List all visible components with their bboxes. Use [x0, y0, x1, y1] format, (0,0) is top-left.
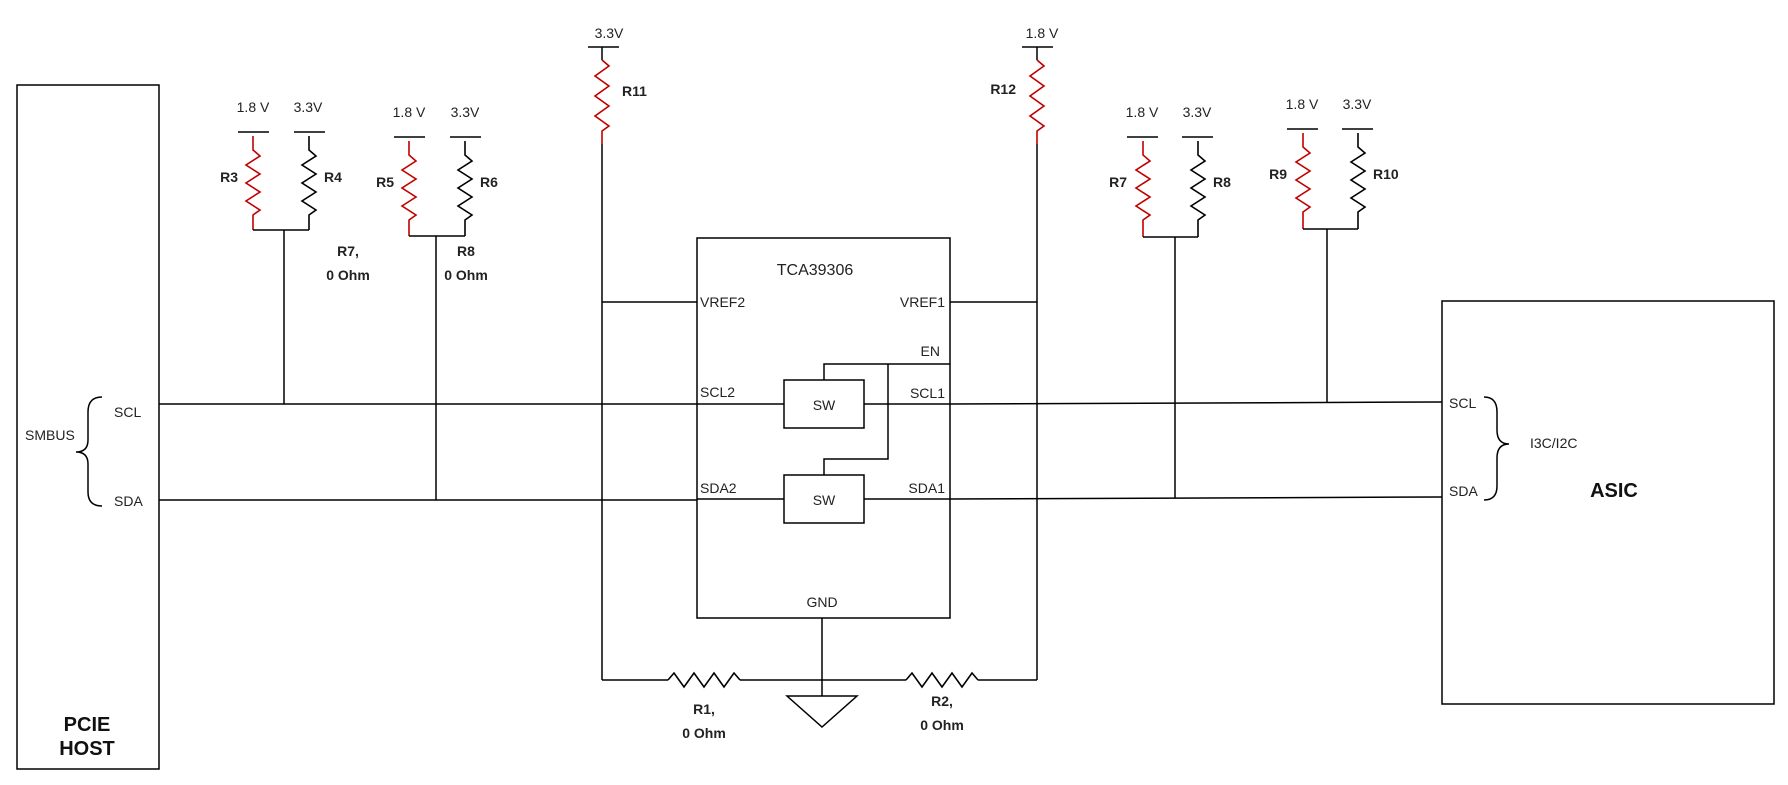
r8a-label: R8: [457, 243, 475, 259]
resistor-r4: [300, 136, 318, 230]
host-sda-label: SDA: [114, 493, 143, 509]
rail-r6: 3.3V: [451, 104, 480, 120]
rail-r9: 1.8 V: [1286, 96, 1319, 112]
resistor-r1: [667, 671, 741, 689]
sda-asic-wire: [949, 496, 1443, 500]
ground-symbol-icon: [785, 695, 859, 729]
chip-title: TCA39306: [777, 262, 854, 279]
rail-r11: 3.3V: [595, 25, 624, 41]
resistor-r3: [244, 136, 262, 230]
r1-value: 0 Ohm: [682, 725, 726, 741]
asic-label: ASIC: [1590, 480, 1638, 502]
resistor-r7: [1134, 141, 1152, 237]
vref2-label: VREF2: [700, 294, 745, 310]
r5-label: R5: [376, 174, 394, 190]
sda2-label: SDA2: [700, 480, 737, 496]
r3-label: R3: [220, 169, 238, 185]
en-wire-top: [823, 363, 950, 380]
r7a-label: R7,: [337, 243, 359, 259]
r2-value: 0 Ohm: [920, 717, 964, 733]
smbus-brace: [75, 396, 103, 507]
r1-label: R1,: [693, 701, 715, 717]
resistor-r9: [1294, 133, 1312, 229]
r9-label: R9: [1269, 166, 1287, 182]
r2-label: R2,: [931, 693, 953, 709]
i3c-brace: [1483, 396, 1510, 501]
resistor-r2: [905, 671, 979, 689]
r7-label: R7: [1109, 174, 1127, 190]
i3c-label: I3C/I2C: [1530, 435, 1577, 451]
r8-label: R8: [1213, 174, 1231, 190]
en-label: EN: [921, 343, 940, 359]
host-label-2: HOST: [59, 738, 115, 760]
resistor-r6: [456, 141, 474, 236]
scl2-label: SCL2: [700, 384, 735, 400]
smbus-label: SMBUS: [25, 427, 75, 443]
r8a-value: 0 Ohm: [444, 267, 488, 283]
r6-label: R6: [480, 174, 498, 190]
asic-sda-label: SDA: [1449, 483, 1478, 499]
r10-label: R10: [1373, 166, 1399, 182]
sw-scl: [783, 379, 865, 429]
rail-r5: 1.8 V: [393, 104, 426, 120]
resistor-r12: [1028, 59, 1046, 144]
resistor-r11: [593, 59, 611, 144]
host-scl-label: SCL: [114, 404, 141, 420]
resistor-r8: [1189, 141, 1207, 237]
rail-r12: 1.8 V: [1026, 25, 1059, 41]
rail-r10: 3.3V: [1343, 96, 1372, 112]
gnd-label: GND: [806, 594, 837, 610]
rail-r4: 3.3V: [294, 99, 323, 115]
asic-block[interactable]: [1441, 300, 1775, 705]
resistor-r5: [400, 141, 418, 236]
r7a-value: 0 Ohm: [326, 267, 370, 283]
r12-label: R12: [990, 81, 1016, 97]
asic-scl-label: SCL: [1449, 395, 1476, 411]
r11-label: R11: [622, 83, 647, 99]
scl-asic-wire: [949, 401, 1443, 405]
sw-sda-label: SW: [813, 492, 836, 508]
rail-r8: 3.3V: [1183, 104, 1212, 120]
resistor-r10: [1349, 133, 1367, 229]
vref1-label: VREF1: [900, 294, 945, 310]
en-wire-bottom: [823, 364, 889, 475]
scl1-label: SCL1: [910, 385, 945, 401]
r4-label: R4: [324, 169, 342, 185]
rail-r7: 1.8 V: [1126, 104, 1159, 120]
rail-r3: 1.8 V: [237, 99, 270, 115]
sda1-label: SDA1: [908, 480, 945, 496]
host-label: PCIE: [64, 714, 111, 736]
sw-scl-label: SW: [813, 397, 836, 413]
